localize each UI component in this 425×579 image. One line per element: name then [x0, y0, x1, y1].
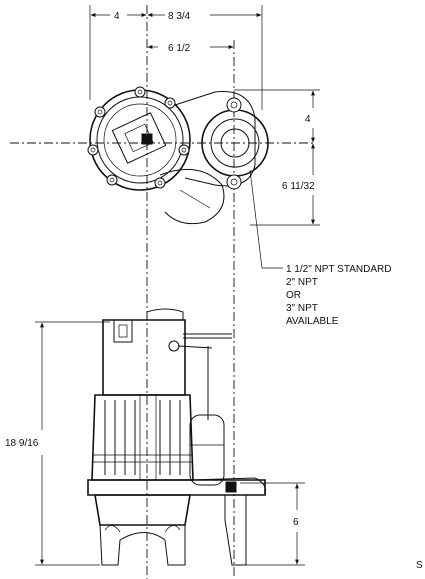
dim-right-upper: 4 — [305, 114, 311, 125]
top-view-pump — [87, 86, 269, 225]
callout-line-3: OR — [286, 290, 301, 301]
callout-line-2: 2" NPT — [286, 277, 318, 288]
dim-top-right: 8 3/4 — [168, 11, 191, 22]
callout-line-4: 3" NPT — [286, 303, 318, 314]
dim-top-left: 4 — [114, 11, 120, 22]
center-lines — [10, 5, 315, 579]
dim-right-lower: 6 11/32 — [282, 181, 315, 192]
extension-lines — [35, 5, 320, 566]
dim-overall-height: 18 9/16 — [5, 438, 39, 449]
front-view-pump — [87, 308, 266, 566]
dim-mid-top: 6 1/2 — [168, 43, 191, 54]
dim-base-height: 6 — [293, 517, 299, 528]
npt-callout: 1 1/2" NPT STANDARD 2" NPT OR 3" NPT AVA… — [286, 264, 391, 327]
callout-line-5: AVAILABLE — [286, 316, 339, 327]
edge-text: S — [416, 560, 423, 571]
callout-line-1: 1 1/2" NPT STANDARD — [286, 264, 391, 275]
callout-leader — [249, 169, 283, 269]
